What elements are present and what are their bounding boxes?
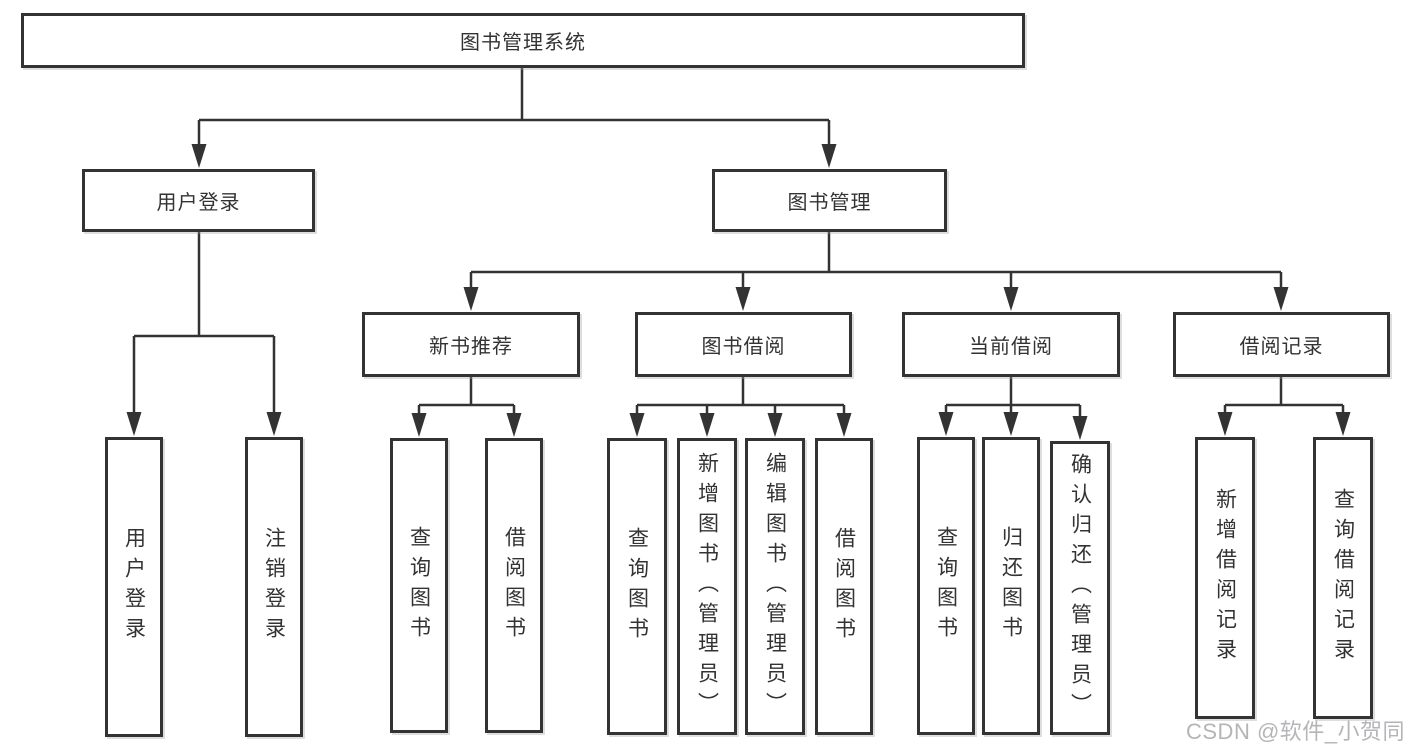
node-leaf-bb-edit-books-admin: 编辑图书（管理员）	[745, 438, 805, 735]
connector-user-login-children	[132, 232, 276, 414]
node-label: 借阅图书	[502, 525, 526, 646]
node-label: 确认归还（管理员）	[1068, 453, 1092, 723]
node-leaf-nbr-query-books: 查询图书	[390, 438, 448, 733]
node-leaf-user-login: 用户登录	[105, 437, 163, 737]
connector-root-to-level2	[197, 68, 831, 146]
node-leaf-bb-add-books-admin: 新增图书（管理员）	[677, 438, 737, 735]
node-book-borrowing: 图书借阅	[635, 312, 852, 377]
node-label: 编辑图书（管理员）	[763, 451, 787, 722]
node-label: 查询图书	[407, 525, 431, 646]
connector-borrow-records-children	[1223, 377, 1345, 414]
connector-book-mgmt-children	[469, 232, 1283, 289]
node-leaf-logout: 注销登录	[245, 437, 303, 737]
node-book-management: 图书管理	[712, 169, 947, 232]
connector-current-borrow-children	[944, 377, 1082, 418]
node-borrowing-records: 借阅记录	[1173, 312, 1390, 377]
node-label: 用户登录	[122, 527, 146, 647]
connector-new-book-rec-children	[417, 377, 516, 415]
node-label: 新增借阅记录	[1213, 488, 1237, 668]
node-label: 查询图书	[934, 526, 958, 646]
node-label: 归还图书	[999, 526, 1023, 646]
node-label: 查询借阅记录	[1331, 488, 1355, 668]
node-leaf-br-query-record: 查询借阅记录	[1313, 437, 1373, 719]
node-leaf-br-add-record: 新增借阅记录	[1195, 437, 1255, 719]
node-leaf-cb-confirm-return-admin: 确认归还（管理员）	[1050, 441, 1110, 735]
node-new-book-recommend: 新书推荐	[362, 312, 580, 377]
node-label: 新增图书（管理员）	[695, 451, 719, 722]
node-leaf-cb-return-books: 归还图书	[982, 437, 1040, 735]
node-label: 借阅图书	[832, 526, 856, 647]
node-leaf-cb-query-books: 查询图书	[917, 437, 975, 735]
arrowheads	[126, 144, 1351, 440]
connector-book-borrow-children	[635, 377, 846, 415]
node-leaf-bb-query-books: 查询图书	[607, 438, 667, 735]
node-leaf-bb-borrow-books: 借阅图书	[815, 438, 873, 735]
node-user-login: 用户登录	[82, 169, 315, 232]
watermark: CSDN @软件_小贺同学	[1186, 719, 1405, 744]
node-current-borrowing: 当前借阅	[902, 312, 1120, 377]
node-root: 图书管理系统	[21, 13, 1025, 68]
node-label: 查询图书	[625, 526, 649, 647]
node-leaf-nbr-borrow-books: 借阅图书	[485, 438, 543, 733]
node-label: 注销登录	[262, 527, 286, 647]
